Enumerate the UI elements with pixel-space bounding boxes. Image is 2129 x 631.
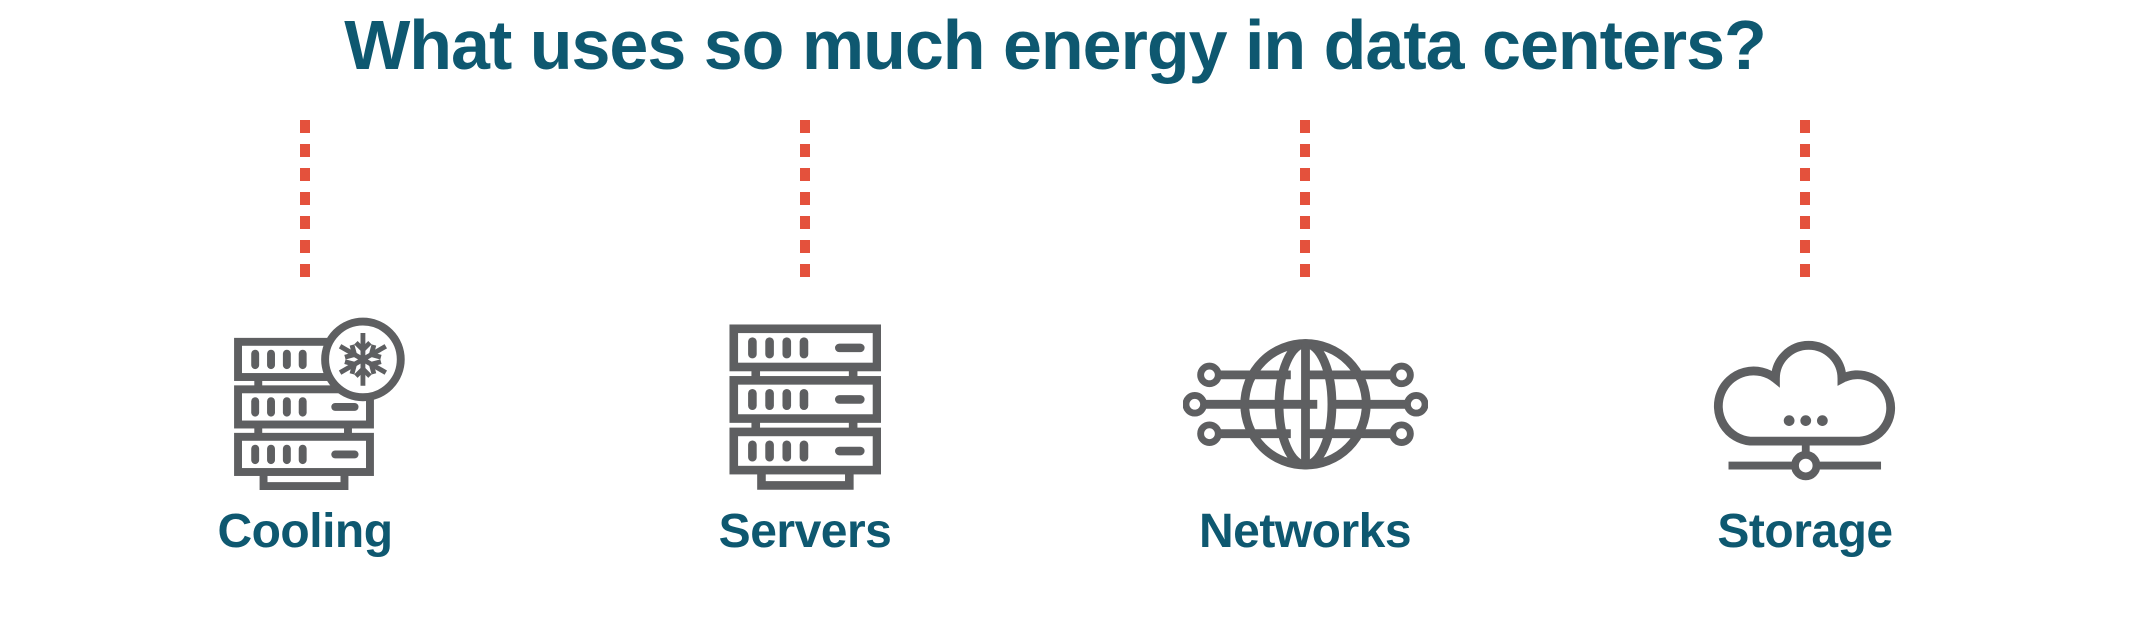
page-title: What uses so much energy in data centers…	[344, 6, 1767, 84]
infographic: What uses so much energy in data centers…	[55, 6, 2055, 557]
globe-network-icon	[1182, 339, 1428, 470]
column-networks: Networks	[1055, 84, 1555, 557]
column-label: Storage	[1717, 504, 1893, 558]
server-rack-snowflake-icon	[234, 317, 405, 490]
dashed-connector	[1800, 119, 1810, 282]
columns-row: Cooling	[55, 84, 2055, 557]
column-label: Cooling	[217, 504, 393, 558]
server-rack-icon	[729, 324, 881, 490]
column-label: Networks	[1198, 504, 1412, 558]
dashed-connector	[1300, 119, 1310, 282]
column-cooling: Cooling	[55, 84, 555, 557]
column-storage: Storage	[1555, 84, 2055, 557]
dashed-connector	[300, 119, 310, 282]
column-label: Servers	[718, 504, 892, 558]
snowflake-icon	[338, 332, 387, 386]
column-servers: Servers	[555, 84, 1055, 557]
cloud-storage-icon	[1714, 340, 1896, 480]
dashed-connector	[800, 119, 810, 282]
